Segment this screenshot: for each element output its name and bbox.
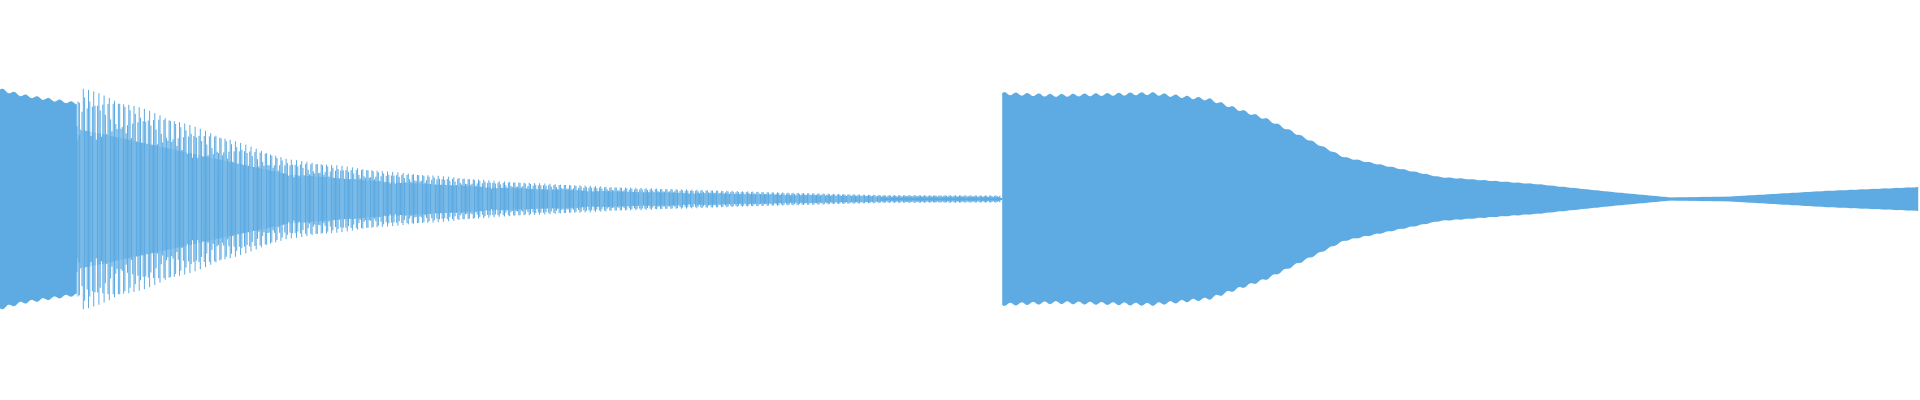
waveform-envelope xyxy=(1002,92,1919,306)
waveform-first-sound xyxy=(0,88,1001,310)
waveform-envelope xyxy=(0,88,77,310)
waveform-second-sound xyxy=(1002,92,1919,306)
